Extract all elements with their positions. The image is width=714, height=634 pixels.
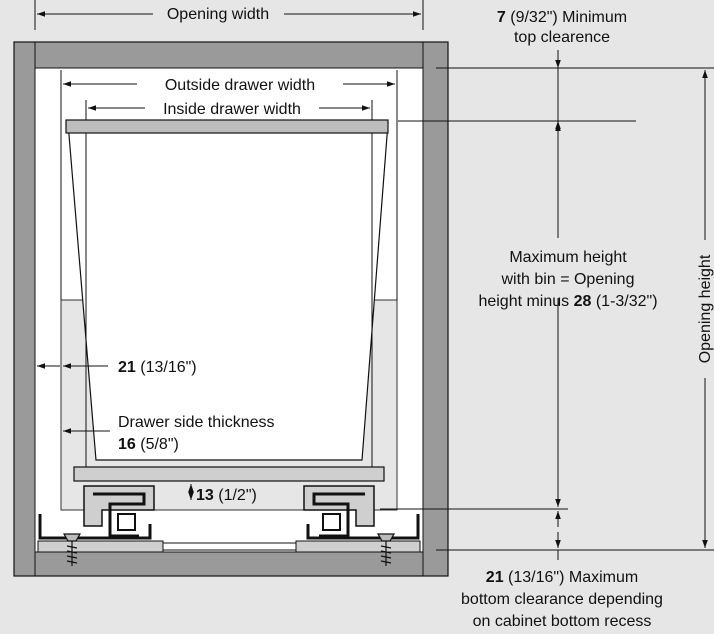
max-height-mm: 28 [574,293,592,310]
max-height-label-line1: Maximum height [509,249,627,266]
bottom-clearance-inch: (13/16") Maximum [504,569,639,586]
max-height-label-line3: height minus 28 (1-3/32") [478,293,657,310]
side-thickness-label-line1: Drawer side thickness [118,414,275,431]
opening-width-label: Opening width [167,6,269,23]
side-thickness-inch: (5/8") [136,436,179,453]
side-gap-mm: 21 [118,359,136,376]
bin-rim [65,119,389,134]
outside-drawer-width-label: Outside drawer width [165,77,315,94]
top-clearance-label-line1: 7 (9/32") Minimum [497,9,627,26]
slide-gap-inch: (1/2") [214,487,257,504]
max-height-dimension: Maximum height with bin = Opening height… [478,123,658,507]
opening-width-dimension: Opening width [34,0,424,30]
top-clearance-mm: 7 [497,9,506,26]
outside-drawer-width-dimension: Outside drawer width [60,70,398,300]
top-clearance-label-line2: top clearence [514,29,610,46]
screw-right [376,533,396,566]
side-thickness-mm: 16 [118,436,136,453]
bottom-clearance-mm: 21 [486,569,504,586]
inside-drawer-width-dimension: Inside drawer width [85,100,373,120]
bottom-clearance-dimension: 21 (13/16") Maximum bottom clearance dep… [461,511,663,630]
max-height-label-line2: with bin = Opening [501,271,635,288]
side-gap-label: 21 (13/16") [118,359,197,376]
inside-drawer-width-label: Inside drawer width [163,101,301,118]
slide-right [303,485,420,540]
opening-height-label: Opening height [697,254,714,363]
screw-left [62,533,82,566]
drawer-box [60,119,398,511]
slide-gap-dimension: 13 (1/2") [188,484,257,504]
bottom-rail [37,540,421,553]
reference-lines [380,67,714,551]
side-gap-dimension: 21 (13/16") [37,359,197,376]
max-height-inch: (1-3/32") [591,293,657,310]
top-clearance-inch: (9/32") Minimum [506,9,627,26]
slide-gap-mm: 13 [196,487,214,504]
slide-left [38,485,155,540]
bottom-clearance-label-line1: 21 (13/16") Maximum [486,569,638,586]
drawer-bottom-board [73,466,385,482]
opening-height-dimension: Opening height [697,70,714,548]
bin [67,122,389,461]
slide-gap-label: 13 (1/2") [196,487,257,504]
side-gap-inch: (13/16") [136,359,197,376]
top-clearance-dimension: 7 (9/32") Minimum top clearence [497,9,627,139]
bottom-clearance-label-line3: on cabinet bottom recess [473,613,652,630]
side-thickness-label-line2: 16 (5/8") [118,436,179,453]
side-thickness-dimension: Drawer side thickness 16 (5/8") [63,414,275,453]
bottom-clearance-label-line2: bottom clearance depending [461,591,663,608]
max-height-prefix: height minus [478,293,573,310]
